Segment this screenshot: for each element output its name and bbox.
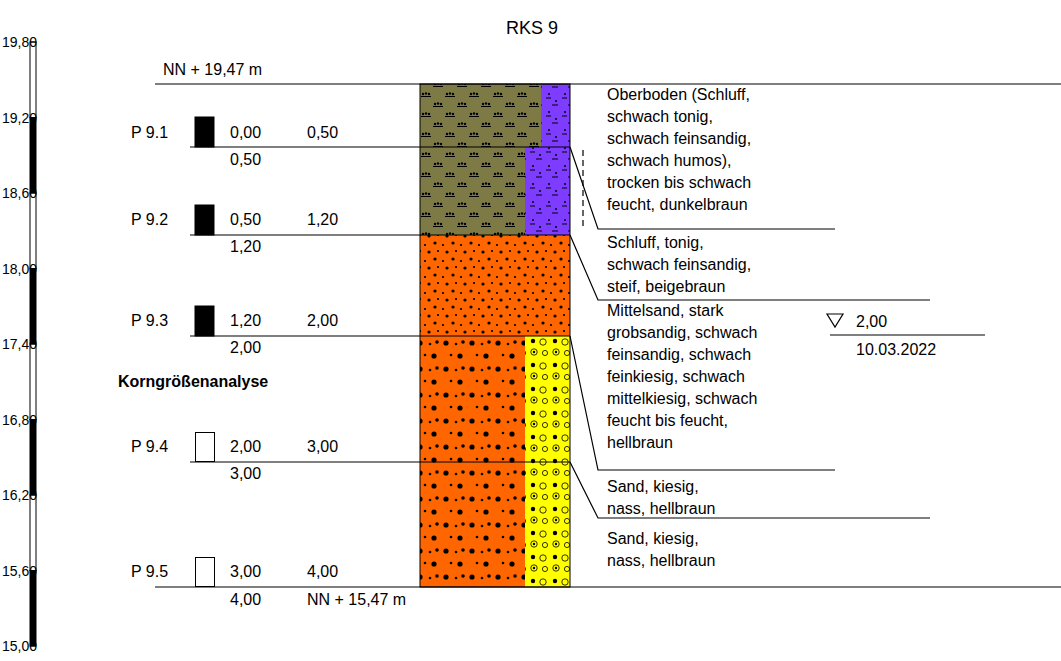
elevation-note: NN + 15,47 m — [307, 591, 406, 609]
elevation-label: 16,20 — [2, 486, 37, 504]
depth-from: 1,20 — [230, 312, 261, 330]
layer-depth: 3,00 — [230, 465, 261, 483]
elevation-label: 16,80 — [2, 411, 37, 429]
elevation-label: 15,00 — [2, 637, 37, 655]
scale-segment — [30, 269, 36, 345]
layer-description: Mittelsand, stark grobsandig, schwach fe… — [607, 300, 762, 454]
scale-segment — [30, 495, 36, 571]
elevation-label: 18,00 — [2, 260, 37, 278]
depth-from: 2,00 — [230, 438, 261, 456]
scale-segment — [30, 42, 36, 118]
sample-id: P 9.1 — [131, 124, 168, 142]
sample-id: P 9.3 — [131, 312, 168, 330]
layer-depth: 0,50 — [230, 151, 261, 169]
sample-id: P 9.4 — [131, 438, 168, 456]
depth-to: 4,00 — [307, 563, 338, 581]
layer-depth: 2,00 — [230, 339, 261, 357]
scale-segment — [30, 193, 36, 269]
depth-to: 2,00 — [307, 312, 338, 330]
groundwater-symbol — [827, 314, 985, 335]
water-date: 10.03.2022 — [856, 341, 936, 359]
layer-description: Oberboden (Schluff, schwach tonig, schwa… — [607, 84, 762, 216]
depth-to: 0,50 — [307, 124, 338, 142]
depth-to: 1,20 — [307, 211, 338, 229]
layer-description: Sand, kiesig, nass, hellbraun — [607, 528, 722, 572]
depth-from: 0,50 — [230, 211, 261, 229]
scale-segment — [30, 571, 36, 647]
depth-from: 3,00 — [230, 563, 261, 581]
layer-depth: 1,20 — [230, 238, 261, 256]
elevation-label: 19,20 — [2, 109, 37, 127]
elevation-label: 19,80 — [2, 33, 37, 51]
scale-segment — [30, 420, 36, 496]
elevation-label: 17,40 — [2, 335, 37, 353]
layer-depth: 4,00 — [230, 591, 261, 609]
sample-id: P 9.2 — [131, 211, 168, 229]
sample-boxes — [195, 117, 215, 587]
scale-segment — [30, 344, 36, 420]
analysis-note: Korngrößenanalyse — [118, 373, 268, 391]
elevation-label: 18,60 — [2, 184, 37, 202]
depth-from: 0,00 — [230, 124, 261, 142]
water-depth: 2,00 — [856, 313, 887, 331]
layer-description: Sand, kiesig, nass, hellbraun — [607, 476, 722, 520]
scale-segment — [30, 118, 36, 194]
log-title: RKS 9 — [506, 19, 558, 37]
layer-description: Schluff, tonig, schwach feinsandig, stei… — [607, 232, 762, 298]
depth-to: 3,00 — [307, 438, 338, 456]
elevation-label: 15,60 — [2, 562, 37, 580]
boundary-lines — [155, 84, 1061, 587]
sample-id: P 9.5 — [131, 563, 168, 581]
elevation-note: NN + 19,47 m — [163, 61, 262, 79]
